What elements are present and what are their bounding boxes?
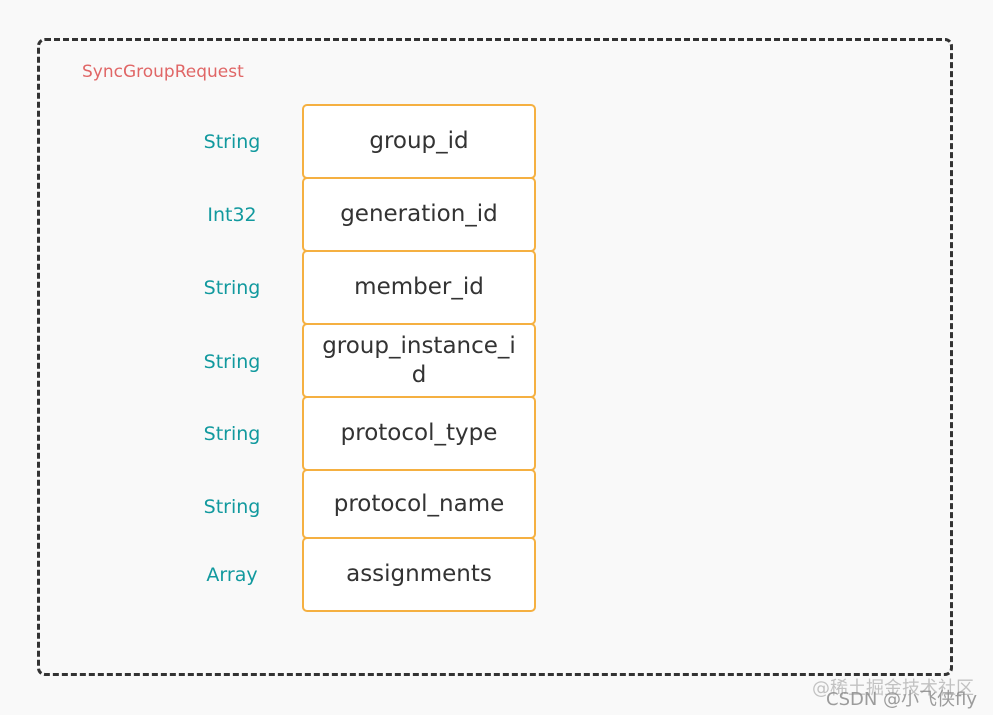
field-type-label: String [203,496,261,518]
field-type-label: Int32 [207,204,257,226]
field-box-assignments: assignments [302,537,536,612]
field-type-label: String [203,131,261,153]
field-type-label: Array [206,564,258,586]
watermark-author: CSDN @小飞侠fly [826,689,978,710]
watermark-community: @稀土掘金技术社区 [812,678,974,699]
field-type-label: String [203,351,261,373]
field-box-protocol-name: protocol_name [302,469,536,539]
request-frame [37,38,953,676]
field-type-label: String [203,423,261,445]
field-box-member-id: member_id [302,250,536,325]
field-type-label: String [203,277,261,299]
field-box-group-id: group_id [302,104,536,179]
field-box-group-instance-id: group_instance_id [302,323,536,398]
field-box-protocol-type: protocol_type [302,396,536,471]
field-box-generation-id: generation_id [302,177,536,252]
struct-title: SyncGroupRequest [82,62,244,82]
